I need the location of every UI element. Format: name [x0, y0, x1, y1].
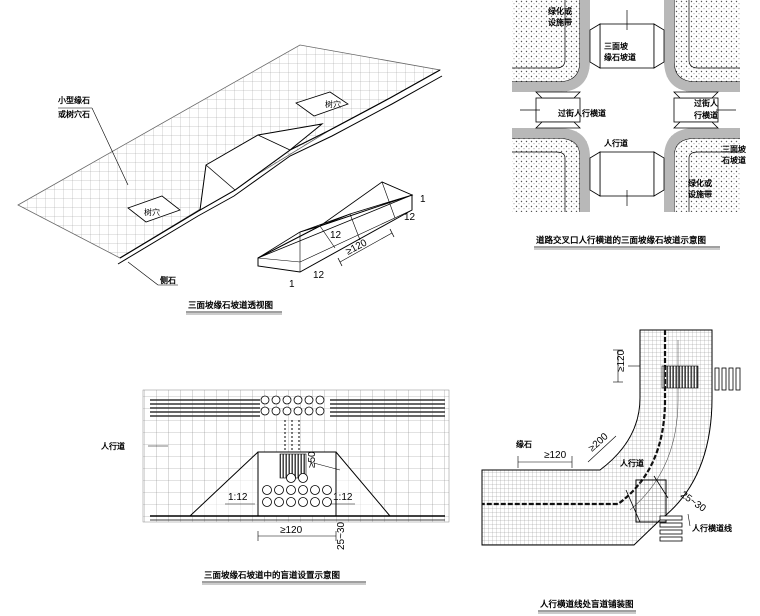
green-belt-label-bottom: 绿化或	[688, 178, 712, 188]
corner-top-right	[664, 0, 740, 92]
three-slope-label-right-1: 三面坡	[722, 144, 747, 154]
dim-12-right: 12	[404, 212, 416, 223]
facility-belt-label-top: 设施带	[548, 17, 572, 27]
dim-25-30-crosswalk: 25~30	[678, 489, 708, 514]
corner-top-left	[512, 0, 590, 92]
tree-pit-stone-label: 或树穴石	[58, 109, 90, 119]
sidewalk-label-tactile: 人行道	[101, 441, 125, 451]
warning-dots-ramp	[262, 473, 332, 507]
tree-pit-top	[295, 91, 349, 117]
corner-bottom-right	[664, 128, 740, 212]
green-belt-label-top: 绿化或	[548, 6, 572, 16]
curb-label-crosswalk: 缘石	[516, 439, 532, 449]
curb-ramp-label-top: 缘石坡道	[604, 52, 636, 62]
crossing-label-right-2: 行横道	[693, 110, 718, 120]
dim-120-top: ≥120	[616, 349, 627, 372]
slope-right-label: 1:12	[333, 492, 353, 503]
dim-25-30-tactile: 25~30	[336, 521, 347, 550]
ramp-model	[257, 181, 414, 273]
dim-50-tactile: ≥50	[307, 451, 318, 468]
tree-pit-label: 树穴	[325, 99, 341, 109]
dim-12-bottom: 12	[313, 270, 325, 281]
crosswalk-stripes-right	[714, 367, 741, 391]
three-slope-label-top: 三面坡	[604, 41, 629, 51]
warning-dots-top	[260, 395, 325, 416]
dim-12-mid: 12	[330, 230, 342, 241]
dim-120-left: ≥120	[544, 450, 567, 461]
crosswalk-stripes-bottom	[659, 515, 683, 542]
crosswalk-bottom	[599, 151, 655, 197]
tree-pit-label-2: 树穴	[144, 207, 160, 217]
perspective-panel: 树穴 树穴 小型缘石 或树穴石 侧石 ≥12	[17, 44, 443, 315]
crossing-label-left: 过街人行横道	[558, 108, 606, 118]
crosswalk-left	[535, 97, 581, 123]
caption-tactile: 三面坡缘石坡道中的盲道设置示意图	[204, 570, 340, 581]
facility-belt-label-bottom: 设施带	[688, 189, 712, 199]
crosswalk-panel: ≥120 缘石 ≥120 ≥200 人行道 25~30 人行横道线 人行横道线处…	[481, 329, 741, 614]
sidewalk-label-crosswalk: 人行道	[620, 458, 644, 468]
curb-label: 侧石	[160, 275, 176, 285]
three-slope-label-right-2: 石坡道	[721, 155, 746, 165]
dim-200: ≥200	[587, 431, 611, 454]
dim-1-left: 1	[289, 279, 295, 290]
crossing-line-label: 人行横道线	[692, 523, 732, 533]
crosswalk-top	[599, 23, 655, 69]
tactile-panel: 人行道 1:12 1:12 ≥120 25~30 ≥50 三面坡缘石坡道中的盲道…	[101, 389, 450, 585]
slope-left-label: 1:12	[228, 492, 248, 503]
caption-crosswalk: 人行横道线处盲道铺装图	[540, 599, 634, 610]
intersection-panel: 绿化或 设施带 三面坡 缘石坡道 过街人行横道 过街人 行横道 人行道 三面坡 …	[512, 0, 747, 250]
small-curb-label: 小型缘石	[57, 95, 90, 105]
caption-intersection: 道路交叉口人行横道的三面坡缘石坡道示意图	[536, 235, 706, 246]
dim-1-right: 1	[420, 194, 426, 205]
crosswalk-right	[673, 97, 719, 123]
dim-120-tactile: ≥120	[280, 525, 303, 536]
corner-bottom-left	[512, 128, 590, 212]
caption-perspective: 三面坡缘石坡道透视图	[188, 300, 273, 311]
tree-pit-bottom	[127, 195, 181, 223]
crossing-label-right-1: 过街人	[694, 98, 719, 108]
sidewalk-label: 人行道	[604, 138, 628, 148]
